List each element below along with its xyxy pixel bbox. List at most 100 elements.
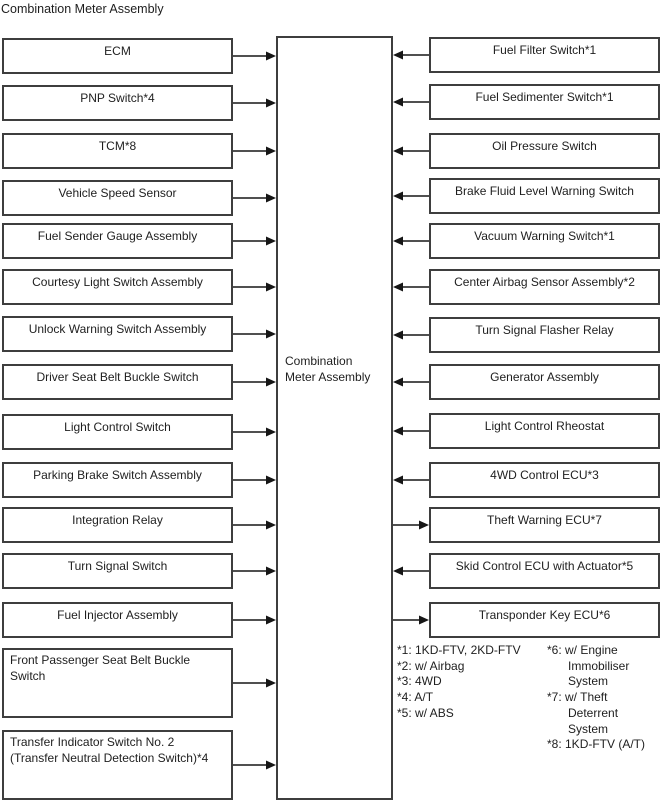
component-label: Light Control Rheostat xyxy=(484,419,605,433)
component-label: Front Passenger Seat Belt Buckle Switch xyxy=(10,653,191,683)
arrowhead-to-center-icon xyxy=(393,475,403,485)
center-box: Combination Meter Assembly xyxy=(276,36,393,800)
component-label: Parking Brake Switch Assembly xyxy=(33,468,202,482)
component-label: Fuel Sedimenter Switch*1 xyxy=(475,90,614,104)
left-component-box: Fuel Injector Assembly xyxy=(2,602,233,638)
right-component-box: 4WD Control ECU*3 xyxy=(429,462,660,498)
right-component-box: Fuel Filter Switch*1 xyxy=(429,37,660,73)
component-label: Turn Signal Switch xyxy=(67,559,168,573)
right-component-box: Center Airbag Sensor Assembly*2 xyxy=(429,269,660,305)
component-label: Courtesy Light Switch Assembly xyxy=(32,275,203,289)
right-component-box: Brake Fluid Level Warning Switch xyxy=(429,178,660,214)
footnote-line: System xyxy=(568,721,609,736)
component-label: Transponder Key ECU*6 xyxy=(478,608,611,622)
arrowhead-to-center-icon xyxy=(266,329,276,339)
left-component-box: Transfer Indicator Switch No. 2 (Transfe… xyxy=(2,730,233,800)
arrowhead-to-center-icon xyxy=(266,377,276,387)
component-label: Fuel Injector Assembly xyxy=(57,608,178,622)
component-label: Skid Control ECU with Actuator*5 xyxy=(455,559,634,573)
left-component-box: Vehicle Speed Sensor xyxy=(2,180,233,216)
footnote-line: *1: 1KD-FTV, 2KD-FTV xyxy=(397,643,521,657)
right-component-box: Transponder Key ECU*6 xyxy=(429,602,660,638)
component-label: TCM*8 xyxy=(98,139,137,153)
footnote-line: *2: w/ Airbag xyxy=(397,658,465,673)
arrowhead-to-center-icon xyxy=(393,191,403,201)
arrowhead-to-center-icon xyxy=(266,520,276,530)
left-component-box: Turn Signal Switch xyxy=(2,553,233,589)
diagram-title: Combination Meter Assembly xyxy=(1,2,164,16)
arrowhead-to-center-icon xyxy=(266,236,276,246)
footnote-line: Deterrent xyxy=(568,705,619,720)
footnote-legend-left: *1: 1KD-FTV, 2KD-FTV*2: w/ Airbag*3: 4WD… xyxy=(397,643,521,722)
left-component-box: PNP Switch*4 xyxy=(2,85,233,121)
component-label: Oil Pressure Switch xyxy=(492,139,597,153)
right-component-box: Turn Signal Flasher Relay xyxy=(429,317,660,353)
component-label: Driver Seat Belt Buckle Switch xyxy=(36,370,199,384)
arrowhead-to-center-icon xyxy=(266,615,276,625)
component-label: 4WD Control ECU*3 xyxy=(490,468,599,482)
component-label: Generator Assembly xyxy=(490,370,599,384)
right-component-box: Generator Assembly xyxy=(429,364,660,400)
footnote-line: Immobiliser xyxy=(568,658,630,673)
left-component-box: Integration Relay xyxy=(2,507,233,543)
component-label: PNP Switch*4 xyxy=(80,91,155,105)
arrowhead-to-center-icon xyxy=(266,475,276,485)
component-label: Fuel Sender Gauge Assembly xyxy=(37,229,198,243)
right-component-box: Oil Pressure Switch xyxy=(429,133,660,169)
arrowhead-to-center-icon xyxy=(266,427,276,437)
arrowhead-to-center-icon xyxy=(393,566,403,576)
right-component-box: Light Control Rheostat xyxy=(429,413,660,449)
component-label: Turn Signal Flasher Relay xyxy=(475,323,614,337)
component-label: Brake Fluid Level Warning Switch xyxy=(455,184,634,198)
footnote-line: *4: A/T xyxy=(397,690,434,705)
arrowhead-to-center-icon xyxy=(266,760,276,770)
arrowhead-to-center-icon xyxy=(266,98,276,108)
left-component-box: Courtesy Light Switch Assembly xyxy=(2,269,233,305)
component-label: Vehicle Speed Sensor xyxy=(58,186,177,200)
component-label: Center Airbag Sensor Assembly*2 xyxy=(454,275,635,289)
right-component-box: Vacuum Warning Switch*1 xyxy=(429,223,660,259)
arrowhead-to-center-icon xyxy=(266,146,276,156)
component-label: ECM xyxy=(104,44,131,58)
left-component-box: Fuel Sender Gauge Assembly xyxy=(2,223,233,259)
arrowhead-to-center-icon xyxy=(266,193,276,203)
component-label: Light Control Switch xyxy=(64,420,171,434)
footnote-line: System xyxy=(568,674,609,689)
right-component-box: Fuel Sedimenter Switch*1 xyxy=(429,84,660,120)
arrowhead-to-center-icon xyxy=(393,97,403,107)
arrowhead-to-center-icon xyxy=(393,146,403,156)
component-label: Unlock Warning Switch Assembly xyxy=(28,322,207,336)
footnote-line: *5: w/ ABS xyxy=(397,705,454,720)
component-label: Fuel Filter Switch*1 xyxy=(492,43,597,57)
left-component-box: Front Passenger Seat Belt Buckle Switch xyxy=(2,648,233,718)
arrowhead-to-center-icon xyxy=(266,678,276,688)
arrowhead-from-center-icon xyxy=(419,615,429,625)
component-label: Transfer Indicator Switch No. 2 (Transfe… xyxy=(10,735,209,765)
footnote-line: *3: 4WD xyxy=(397,674,442,689)
arrowhead-to-center-icon xyxy=(393,282,403,292)
arrowhead-to-center-icon xyxy=(393,50,403,60)
footnote-line: *8: 1KD-FTV (A/T) xyxy=(547,737,646,752)
arrowhead-to-center-icon xyxy=(393,236,403,246)
component-label: Integration Relay xyxy=(72,513,163,527)
arrowhead-to-center-icon xyxy=(393,330,403,340)
left-component-box: TCM*8 xyxy=(2,133,233,169)
component-label: Theft Warning ECU*7 xyxy=(487,513,602,527)
arrowhead-to-center-icon xyxy=(393,377,403,387)
right-component-box: Theft Warning ECU*7 xyxy=(429,507,660,543)
footnote-line: *7: w/ Theft xyxy=(547,690,608,705)
arrowhead-from-center-icon xyxy=(419,520,429,530)
center-box-label: Combination Meter Assembly xyxy=(285,354,371,384)
left-component-box: Driver Seat Belt Buckle Switch xyxy=(2,364,233,400)
left-component-box: Light Control Switch xyxy=(2,414,233,450)
arrowhead-to-center-icon xyxy=(266,566,276,576)
component-label: Vacuum Warning Switch*1 xyxy=(474,229,615,243)
left-component-box: ECM xyxy=(2,38,233,74)
left-component-box: Unlock Warning Switch Assembly xyxy=(2,316,233,352)
arrowhead-to-center-icon xyxy=(393,426,403,436)
left-component-box: Parking Brake Switch Assembly xyxy=(2,462,233,498)
arrowhead-to-center-icon xyxy=(266,282,276,292)
arrowhead-to-center-icon xyxy=(266,51,276,61)
